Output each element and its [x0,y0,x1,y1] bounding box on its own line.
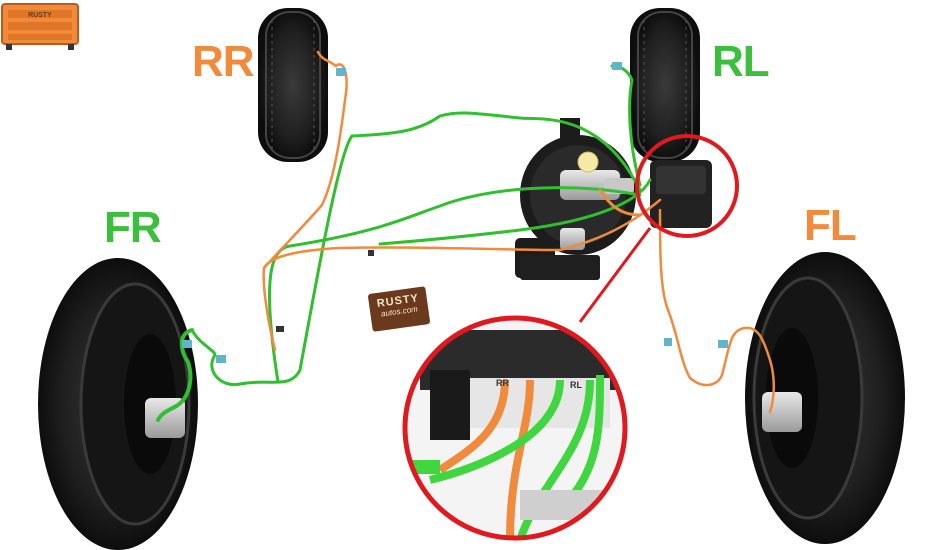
tire-front-right [38,258,198,550]
tire-rear-right [258,8,328,162]
tire-rear-left [630,8,700,162]
toolbox-logo-text: RUSTY [28,12,52,19]
rusty-autos-badge: RUSTY autos.com [367,286,431,332]
tire-front-left [745,252,905,544]
orange-brake-circuit [262,50,775,414]
abs-highlight-circle [635,134,739,238]
toolbox-logo-icon: RUSTY [1,3,79,50]
label-rear-left: RL [712,37,770,86]
abs-module [650,160,712,228]
zoom-circle-border [402,315,628,541]
abs-port-label-rl: RL [570,380,582,390]
brake-caliper-front-left [762,392,802,432]
abs-port-label-rr: RR [496,378,509,388]
line-fittings [182,62,728,363]
proportioning-block [515,228,600,280]
label-rear-right: RR [192,37,255,86]
label-front-left: FL [804,201,857,250]
label-front-right: FR [104,203,162,252]
